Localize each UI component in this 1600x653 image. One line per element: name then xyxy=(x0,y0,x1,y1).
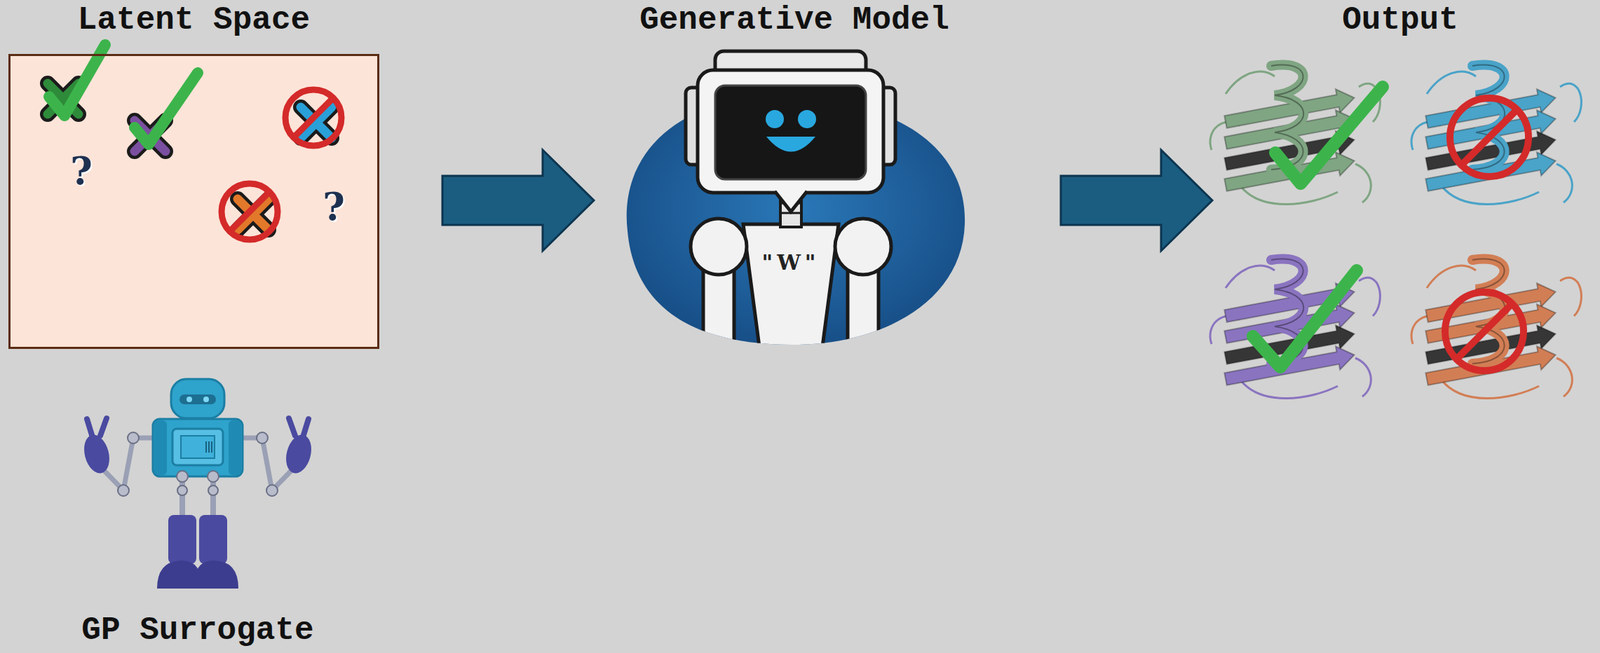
gp-surrogate-robot xyxy=(228,420,242,476)
latent-points xyxy=(237,199,269,230)
gp-surrogate-robot xyxy=(206,441,212,453)
generative-model-robot xyxy=(835,218,892,275)
protein-structures xyxy=(1210,65,1582,399)
gp-surrogate-robot xyxy=(79,432,113,477)
gp-surrogate-robot xyxy=(171,379,225,419)
model-panel: Generative Model xyxy=(624,0,965,345)
protein-structures xyxy=(1411,259,1582,399)
output-marks xyxy=(1461,109,1518,166)
block-arrow xyxy=(442,150,594,252)
gp-surrogate-robot xyxy=(180,436,215,459)
generative-model-robot xyxy=(690,218,747,275)
gp-surrogate-robot xyxy=(127,432,139,444)
gp-surrogate-robot xyxy=(117,485,130,497)
gp-surrogate-robot xyxy=(179,394,216,405)
output-panel: Output xyxy=(1203,0,1597,424)
output-marks xyxy=(1252,86,1529,371)
gp-surrogate-robot xyxy=(177,485,188,496)
gp-surrogate-robot xyxy=(207,471,219,483)
latent-points xyxy=(47,44,342,240)
gp-surrogate-robot xyxy=(256,432,268,444)
protein-structures xyxy=(1210,259,1380,399)
section-heading: Output xyxy=(1341,2,1459,38)
output-marks xyxy=(1252,270,1357,368)
latent-space-ground xyxy=(8,53,380,350)
generative-model-robot xyxy=(690,218,892,365)
output-marks xyxy=(1456,303,1513,360)
gp-surrogate-robot xyxy=(302,419,309,438)
latent-points xyxy=(237,199,269,230)
block-arrow xyxy=(1060,150,1213,252)
latent-points xyxy=(229,192,270,232)
question-mark: ? xyxy=(322,186,345,228)
gp-surrogate-robot xyxy=(208,485,219,496)
latent-points xyxy=(221,183,278,240)
gp-surrogate-robot xyxy=(266,485,278,497)
robot-logo: "W" xyxy=(762,251,821,275)
latent-points xyxy=(134,72,198,145)
gp-surrogate-robot xyxy=(203,396,209,403)
gp-surrogate-robot xyxy=(205,441,207,453)
gp-surrogate-robot xyxy=(172,429,223,466)
output-marks xyxy=(1252,86,1383,368)
gp-surrogate-robot xyxy=(186,396,193,403)
protein-structures xyxy=(1411,65,1582,205)
gp-surrogate-robot xyxy=(152,419,243,477)
latent-space-panel: Latent Space xyxy=(8,0,380,350)
section-heading: Generative Model xyxy=(639,2,950,38)
output-marks xyxy=(1275,86,1383,184)
output-marks xyxy=(1445,292,1524,371)
generative-model-robot xyxy=(697,70,884,193)
gp-surrogate-robot xyxy=(79,379,315,589)
question-mark: ? xyxy=(70,150,93,192)
icon-caption: GP Surrogate xyxy=(81,613,314,649)
generative-model-robot xyxy=(715,85,866,180)
gp-surrogate-robot xyxy=(168,515,197,565)
section-heading: Latent Space xyxy=(77,2,310,38)
generative-model-robot xyxy=(797,110,817,129)
gp-surrogate-robot xyxy=(208,441,210,453)
latent-points xyxy=(293,98,334,138)
latent-points xyxy=(285,89,342,146)
generative-model-robot xyxy=(774,191,808,212)
gp-surrogate-robot xyxy=(288,418,296,437)
gp-surrogate-robot xyxy=(199,515,228,565)
generative-model-robot xyxy=(765,110,784,129)
output-marks xyxy=(1445,98,1529,371)
gp-surrogate-robot xyxy=(193,560,239,589)
latent-points xyxy=(49,44,198,145)
gp-surrogate-robot xyxy=(100,418,107,437)
gp-surrogate-robot xyxy=(176,471,188,483)
output-marks xyxy=(1449,98,1529,177)
gp-surrogate-robot xyxy=(211,441,213,453)
generative-model-robot xyxy=(774,189,808,212)
gp-surrogate-robot xyxy=(281,432,315,477)
generative-model-robot xyxy=(766,136,816,153)
gp-surrogate-robot xyxy=(86,419,93,438)
gp-surrogate-robot xyxy=(154,420,167,476)
generative-model-robot xyxy=(743,224,839,358)
generative-model-robot xyxy=(626,51,965,365)
gp-surrogate-robot xyxy=(101,438,153,491)
gp-surrogate-robot xyxy=(242,438,294,491)
latent-space-ground xyxy=(8,53,380,350)
